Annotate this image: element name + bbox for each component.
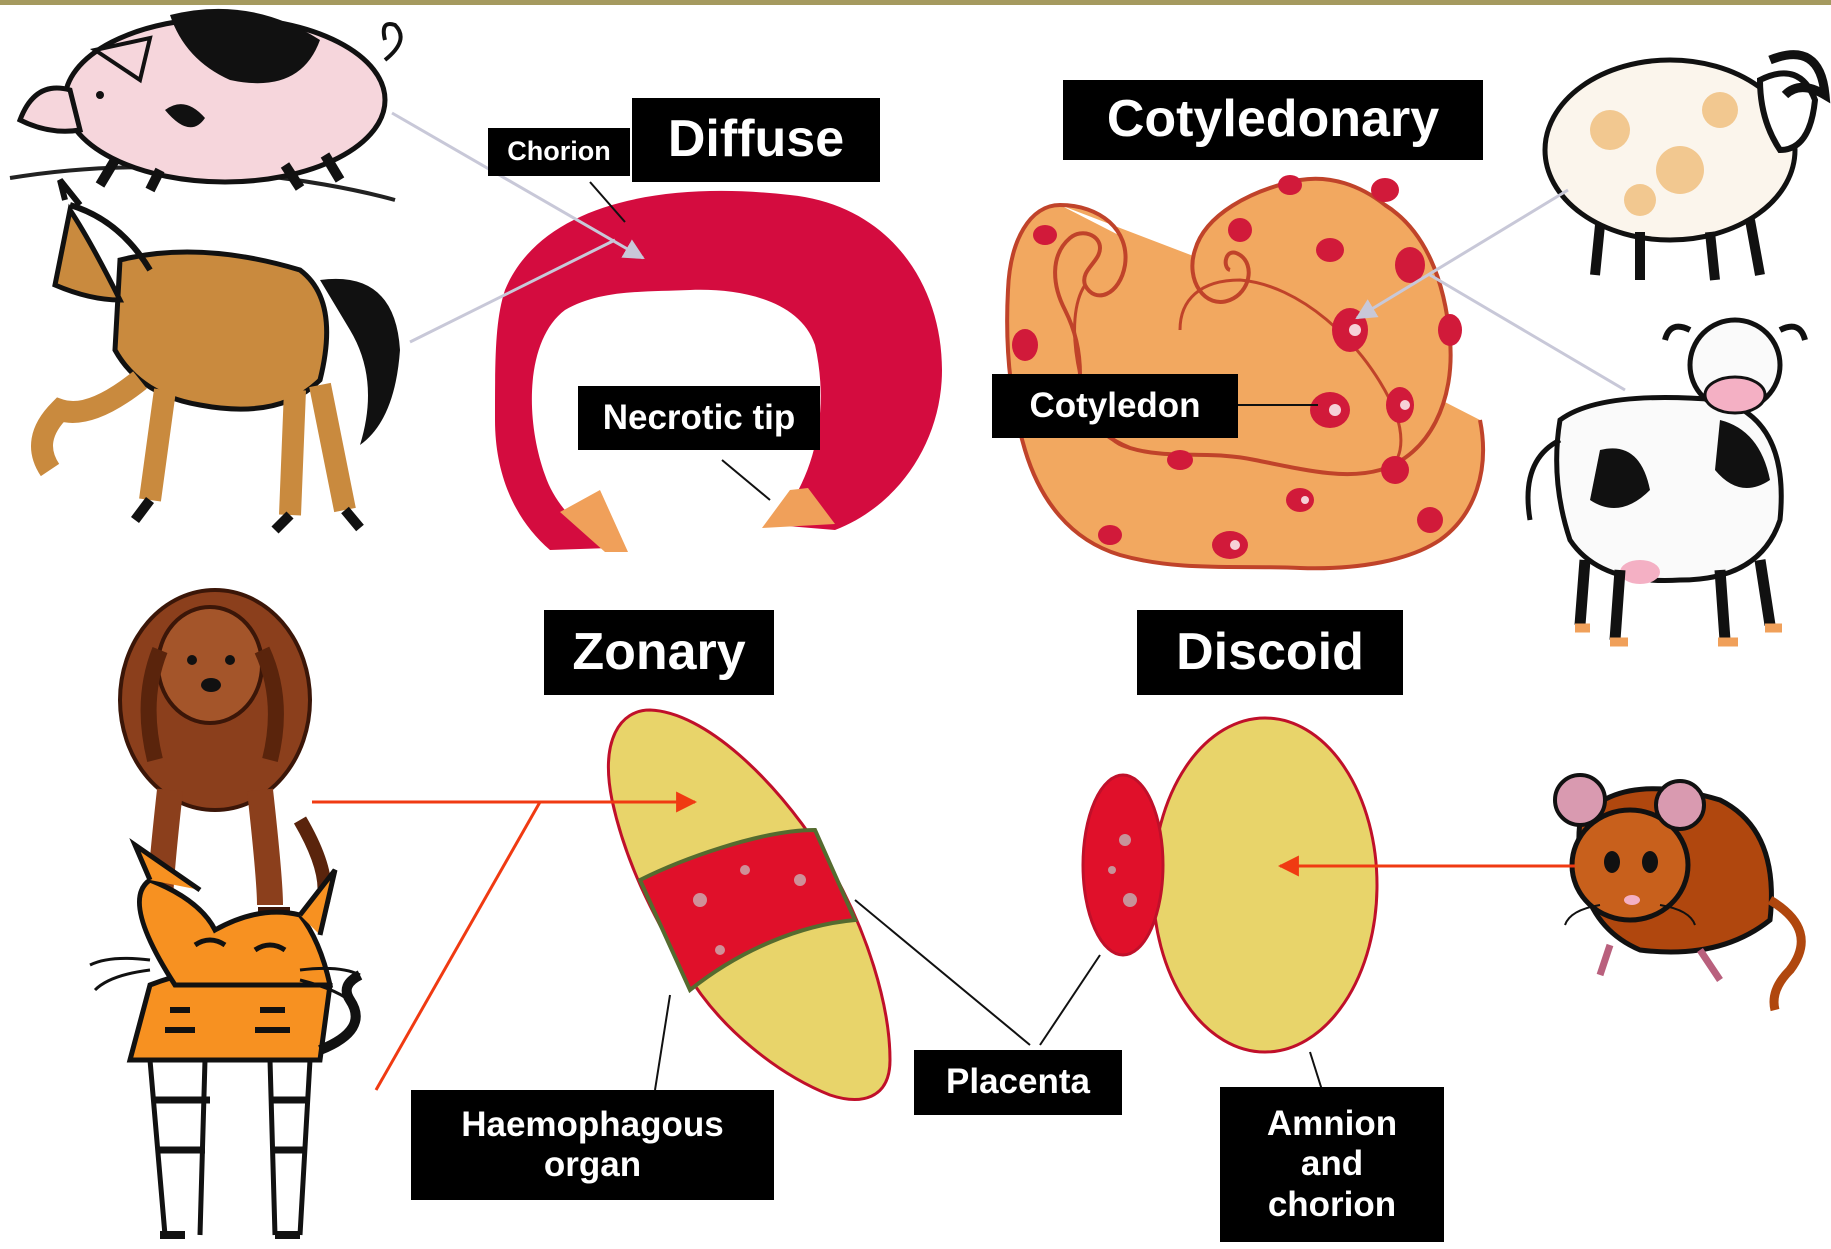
chorion-label: Chorion [488, 128, 630, 176]
diffuse-placenta [495, 182, 942, 552]
necrotic-tip-label: Necrotic tip [578, 386, 820, 450]
sheep-icon [1545, 55, 1825, 280]
cow-icon [1528, 320, 1805, 642]
horse-icon [42, 180, 400, 530]
placenta-label: Placenta [914, 1050, 1122, 1115]
cotyledonary-placenta [1007, 175, 1483, 568]
diffuse-title: Diffuse [632, 98, 880, 182]
cotyledon-label: Cotyledon [992, 374, 1238, 438]
zonary-placenta [608, 710, 1030, 1099]
haemophagous-organ-label: Haemophagous organ [411, 1090, 774, 1200]
discoid-placenta [1040, 718, 1377, 1090]
pig-icon [10, 9, 401, 200]
cotyledonary-title: Cotyledonary [1063, 80, 1483, 160]
amnion-and-chorion-label: Amnion and chorion [1220, 1087, 1444, 1242]
cat-icon [90, 845, 360, 1235]
zonary-title: Zonary [544, 610, 774, 695]
discoid-title: Discoid [1137, 610, 1403, 695]
mouse-icon [1555, 775, 1801, 1010]
